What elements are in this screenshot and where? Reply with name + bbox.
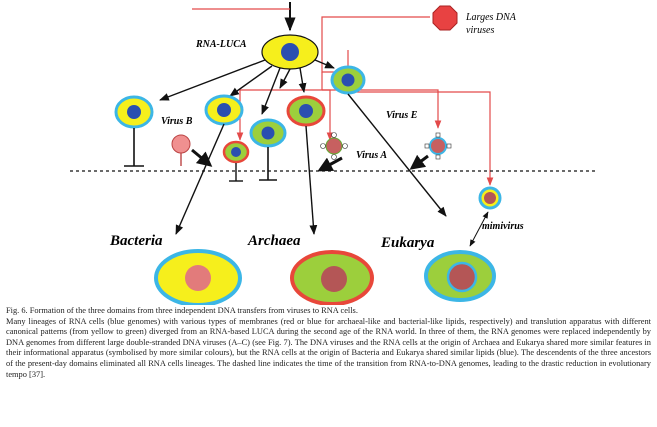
luca-branches [159, 59, 335, 115]
mimivirus-label: mimivirus [482, 221, 524, 232]
virus-a-label: Virus A [356, 150, 387, 161]
rna-cell-2 [204, 94, 244, 126]
virus-e-icon [424, 132, 452, 160]
domain-arrows [175, 93, 447, 235]
large-dna-viruses-label: Larges DNA viruses [465, 12, 518, 36]
caption-title: Fig. 6. Formation of the three domains f… [6, 306, 358, 315]
virus-b-icon [171, 134, 191, 166]
bacteria-label: Bacteria [109, 233, 163, 249]
mimivirus-icon [478, 186, 502, 210]
rna-cell-3 [286, 95, 326, 127]
rna-cell-4 [330, 65, 366, 95]
virus-a-icon [320, 132, 348, 160]
eukarya-label: Eukarya [380, 235, 435, 251]
rna-luca-label: RNA-LUCA [195, 39, 247, 50]
figure-caption: Fig. 6. Formation of the three domains f… [6, 306, 651, 380]
evolution-figure: Larges DNA viruses RNA-LUCA [70, 2, 595, 305]
archaea-label: Archaea [247, 233, 301, 249]
eukarya-cell [424, 250, 496, 302]
large-dna-virus-octagon [432, 5, 458, 31]
archaea-cell [290, 250, 374, 305]
bacteria-cell [154, 249, 242, 305]
rna-cell-6 [222, 140, 250, 182]
rna-cell-5 [249, 118, 287, 181]
virus-b-label: Virus B [161, 116, 193, 127]
rna-cell-1 [114, 95, 154, 167]
caption-body: Many lineages of RNA cells (blue genomes… [6, 316, 651, 379]
virus-e-label: Virus E [386, 110, 418, 121]
